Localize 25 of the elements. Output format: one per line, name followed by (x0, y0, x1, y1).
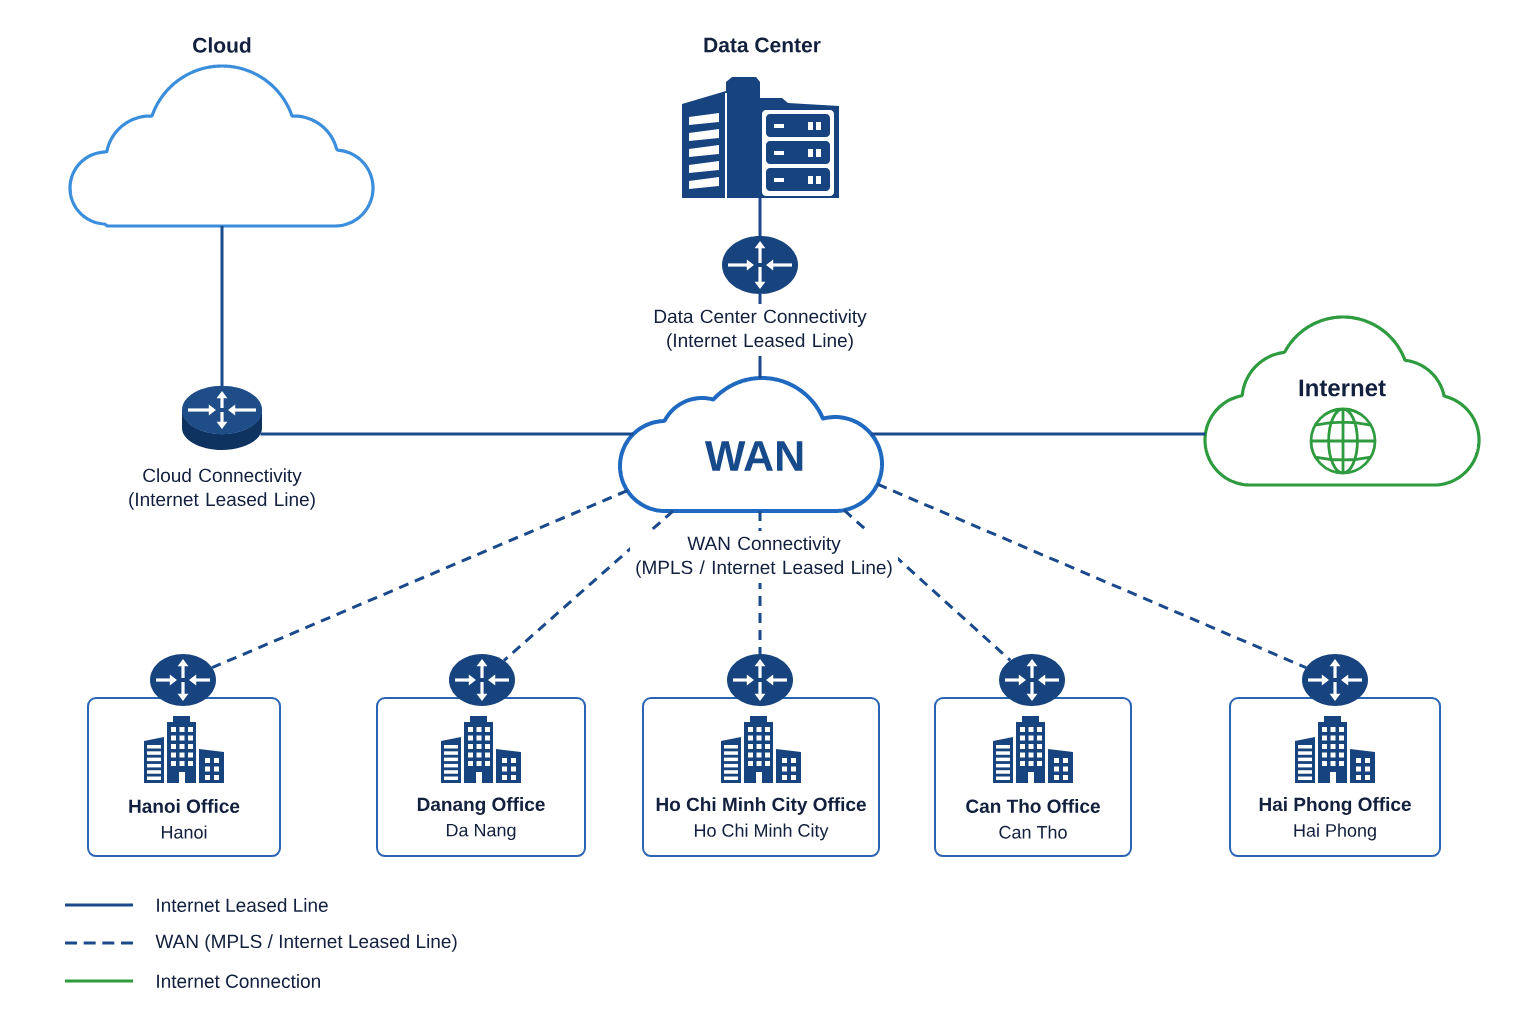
legend-label: Internet Leased Line (157, 898, 328, 912)
line (260, 432, 634, 436)
dashed-line (876, 482, 1307, 669)
router-icon (999, 654, 1065, 706)
heading: Data Center (704, 37, 821, 53)
legend-label: WAN (MPLS / Internet Leased Line) (155, 934, 457, 952)
legend-label: Internet Connection (157, 974, 320, 988)
router-icon (1302, 654, 1368, 706)
dashed-line (502, 509, 674, 662)
dashed-line (211, 489, 628, 669)
cloud: Internet (1203, 315, 1481, 487)
dashed-line (843, 509, 1012, 662)
router-icon (449, 654, 515, 706)
edge-label: Data Center Connectivity (Internet Leased Line) (654, 309, 867, 351)
router-icon (727, 654, 793, 706)
line (220, 226, 224, 386)
router-icon (150, 654, 216, 706)
heading: Cloud (193, 37, 251, 53)
router-icon (722, 236, 798, 294)
line (871, 432, 1206, 436)
line (758, 198, 762, 236)
edge-label: WAN Connectivity (MPLS / Internet Leased Line) (636, 536, 892, 578)
router-label: Cloud Connectivity (Internet Leased Line) (129, 468, 315, 510)
cloud: WAN (618, 376, 884, 513)
office-card: Ho Chi Minh City Office Ho Chi Minh City (642, 697, 880, 857)
